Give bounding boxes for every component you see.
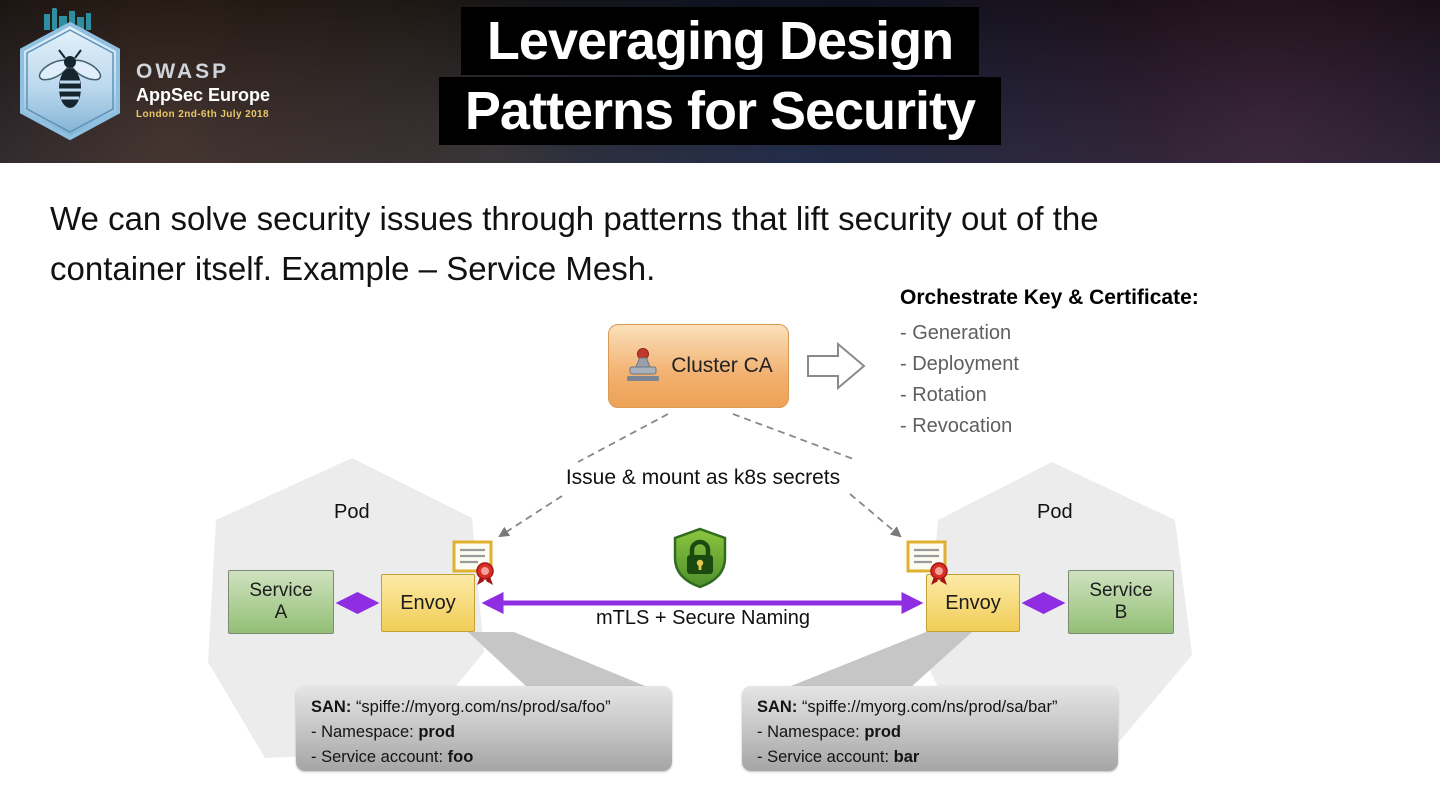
pod-label-left: Pod	[334, 501, 370, 523]
pod-label-right: Pod	[1037, 501, 1073, 523]
orchestrate-item-revocation: - Revocation	[900, 415, 1013, 437]
namespace-line-left: - Namespace: prod	[311, 723, 455, 742]
orchestrate-item-deployment: - Deployment	[900, 353, 1019, 375]
intro-paragraph: We can solve security issues through pat…	[50, 194, 1422, 294]
callout-wedge-left	[468, 632, 650, 688]
intro-line-1: We can solve security issues through pat…	[50, 200, 1099, 237]
logo-event: AppSec Europe	[136, 85, 271, 105]
title-line-2: Patterns for Security	[438, 77, 1002, 145]
owasp-hex-badge-icon	[20, 8, 120, 141]
stamp-icon	[627, 348, 660, 381]
orchestrate-item-generation: - Generation	[900, 322, 1012, 344]
logo-text: OWASP AppSec Europe London 2nd-6th July …	[136, 60, 270, 120]
logo-org: OWASP	[136, 60, 230, 83]
block-arrow-icon	[807, 341, 866, 391]
orchestrate-item-rotation: - Rotation	[900, 384, 987, 406]
san-callout-left: SAN: “spiffe://myorg.com/ns/prod/sa/foo”…	[296, 686, 672, 771]
slide-header: OWASP AppSec Europe London 2nd-6th July …	[0, 0, 1440, 163]
cluster-ca-node: Cluster CA	[608, 324, 789, 408]
callout-wedge-right	[786, 632, 972, 688]
owasp-logo: OWASP AppSec Europe London 2nd-6th July …	[14, 8, 270, 144]
envoy-left-label: Envoy	[400, 591, 456, 614]
san-line-left: SAN: “spiffe://myorg.com/ns/prod/sa/foo”	[311, 698, 611, 716]
namespace-line-right: - Namespace: prod	[757, 723, 901, 742]
title-line-1: Leveraging Design	[460, 7, 980, 75]
skyline-icon	[44, 8, 91, 30]
shield-lock-icon	[673, 527, 727, 589]
certificate-icon-left	[452, 540, 494, 585]
logo-details: London 2nd-6th July 2018	[136, 109, 269, 120]
service-account-line-left: - Service account: foo	[311, 748, 474, 767]
san-callout-right: SAN: “spiffe://myorg.com/ns/prod/sa/bar”…	[742, 686, 1118, 771]
envoy-right-label: Envoy	[945, 591, 1001, 614]
dashed-arrow-cert-left	[498, 495, 563, 538]
issue-mount-label: Issue & mount as k8s secrets	[565, 466, 841, 489]
wasp-icon	[38, 49, 102, 108]
cluster-ca-label: Cluster CA	[671, 354, 773, 377]
orchestrate-title: Orchestrate Key & Certificate:	[900, 286, 1199, 309]
intro-line-2: container itself. Example – Service Mesh…	[50, 250, 656, 287]
dashed-arrow-cert-right	[849, 493, 902, 538]
san-line-right: SAN: “spiffe://myorg.com/ns/prod/sa/bar”	[757, 698, 1058, 716]
dashed-line-ca-left	[577, 413, 669, 463]
orchestrate-list: Orchestrate Key & Certificate: - Generat…	[900, 286, 1199, 442]
certificate-icon-right	[906, 540, 948, 585]
mtls-label: mTLS + Secure Naming	[596, 607, 810, 629]
dashed-line-ca-right	[732, 413, 857, 461]
service-account-line-right: - Service account: bar	[757, 748, 920, 767]
slide-title: Leveraging Design Patterns for Security	[0, 6, 1440, 146]
